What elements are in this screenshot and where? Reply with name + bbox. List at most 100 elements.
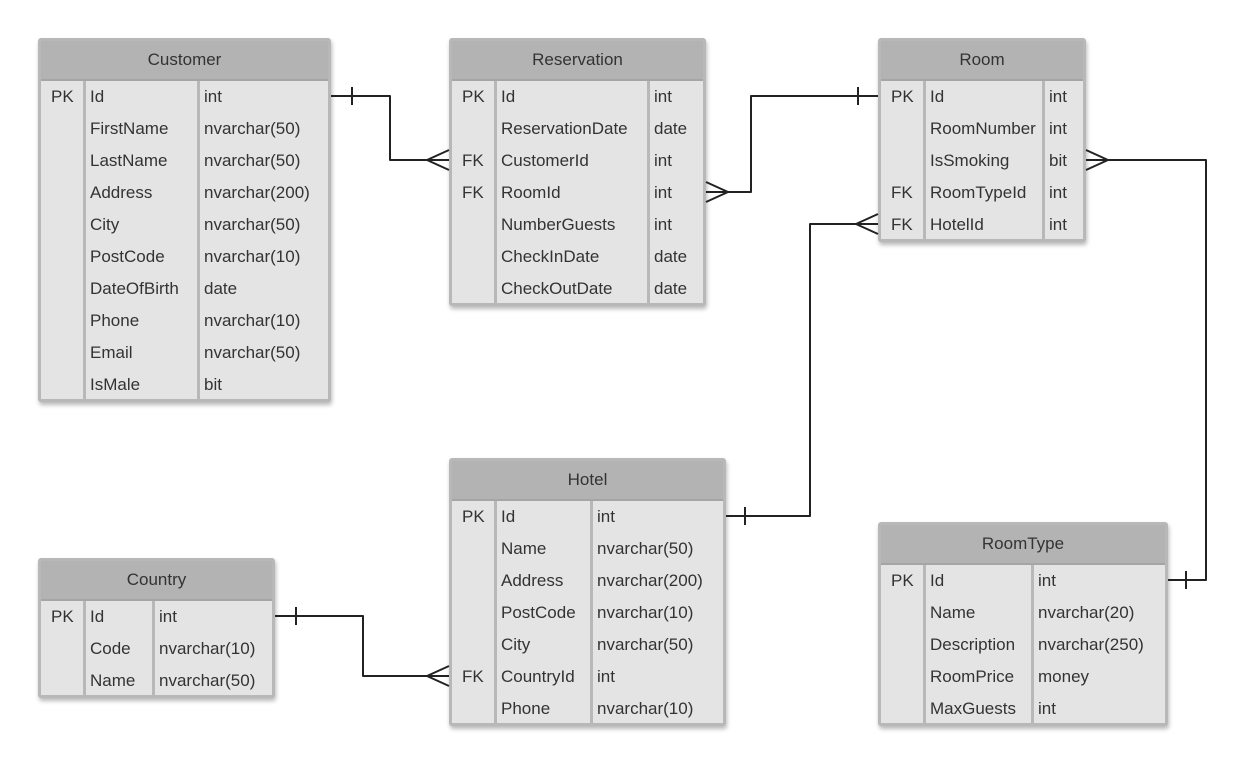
column-type-cell: nvarchar(50) xyxy=(204,215,301,234)
column-name-cell: City xyxy=(501,635,531,654)
column-type-cell: nvarchar(200) xyxy=(597,571,703,590)
column-type-cell: int xyxy=(597,667,615,686)
column-name-cell: NumberGuests xyxy=(501,215,616,234)
column-name-cell: Description xyxy=(930,635,1016,654)
table-row[interactable]: RoomPrice money xyxy=(881,661,1165,693)
column-divider xyxy=(1042,81,1045,241)
column-name-cell: HotelId xyxy=(930,215,984,234)
column-type-cell: nvarchar(50) xyxy=(204,343,301,362)
table-row[interactable]: IsSmoking bit xyxy=(881,145,1083,177)
column-name-cell: RoomTypeId xyxy=(930,183,1027,202)
key-cell: PK xyxy=(891,87,914,106)
column-type-cell: bit xyxy=(1049,151,1067,170)
column-type-cell: int xyxy=(1038,699,1056,718)
customer-table-title: Customer xyxy=(41,41,328,81)
column-type-cell: nvarchar(50) xyxy=(597,539,694,558)
country-table-title: Country xyxy=(41,561,272,601)
column-name-cell: IsSmoking xyxy=(930,151,1010,170)
room-table-title: Room xyxy=(881,41,1083,81)
column-name-cell: Address xyxy=(90,183,153,202)
column-name-cell: Email xyxy=(90,343,133,362)
table-row[interactable]: RoomNumber int xyxy=(881,113,1083,145)
column-name-cell: CheckInDate xyxy=(501,247,600,266)
table-row[interactable]: Email nvarchar(50) xyxy=(41,337,328,369)
column-type-cell: date xyxy=(654,279,688,298)
column-divider xyxy=(923,565,926,725)
column-type-cell: nvarchar(200) xyxy=(204,183,310,202)
column-name-cell: Phone xyxy=(501,699,551,718)
column-divider xyxy=(83,81,86,401)
crows-foot-marker xyxy=(705,181,729,203)
column-name-cell: FirstName xyxy=(90,119,169,138)
column-name-cell: PostCode xyxy=(501,603,576,622)
key-cell: FK xyxy=(891,183,913,202)
column-divider xyxy=(1031,565,1034,725)
column-name-cell: Name xyxy=(90,671,136,690)
column-name-cell: CustomerId xyxy=(501,151,589,170)
column-type-cell: nvarchar(50) xyxy=(204,151,301,170)
column-name-cell: Name xyxy=(930,603,976,622)
column-name-cell: DateOfBirth xyxy=(90,279,179,298)
relationship-customer-reservation xyxy=(331,87,450,171)
column-type-cell: nvarchar(20) xyxy=(1038,603,1135,622)
column-name-cell: RoomPrice xyxy=(930,667,1015,686)
key-cell: PK xyxy=(51,87,74,106)
crows-foot-marker xyxy=(426,149,450,171)
column-type-cell: nvarchar(50) xyxy=(204,119,301,138)
column-name-cell: RoomNumber xyxy=(930,119,1036,138)
column-type-cell: money xyxy=(1038,667,1090,686)
crows-foot-marker xyxy=(1085,149,1109,171)
column-name-cell: Name xyxy=(501,539,547,558)
table-row[interactable]: Name nvarchar(50) xyxy=(452,533,723,565)
table-row[interactable]: Address nvarchar(200) xyxy=(41,177,328,209)
relationship-line xyxy=(706,95,878,193)
column-name-cell: Id xyxy=(930,87,945,106)
table-row[interactable]: Name nvarchar(20) xyxy=(881,597,1165,629)
column-name-cell: PostCode xyxy=(90,247,165,266)
column-name-cell: IsMale xyxy=(90,375,141,394)
table-row[interactable]: FirstName nvarchar(50) xyxy=(41,113,328,145)
column-type-cell: int xyxy=(1049,183,1067,202)
column-divider xyxy=(647,81,650,305)
column-type-cell: int xyxy=(1049,119,1067,138)
column-name-cell: Id xyxy=(90,87,105,106)
table-row[interactable]: FK RoomTypeId int xyxy=(881,177,1083,209)
